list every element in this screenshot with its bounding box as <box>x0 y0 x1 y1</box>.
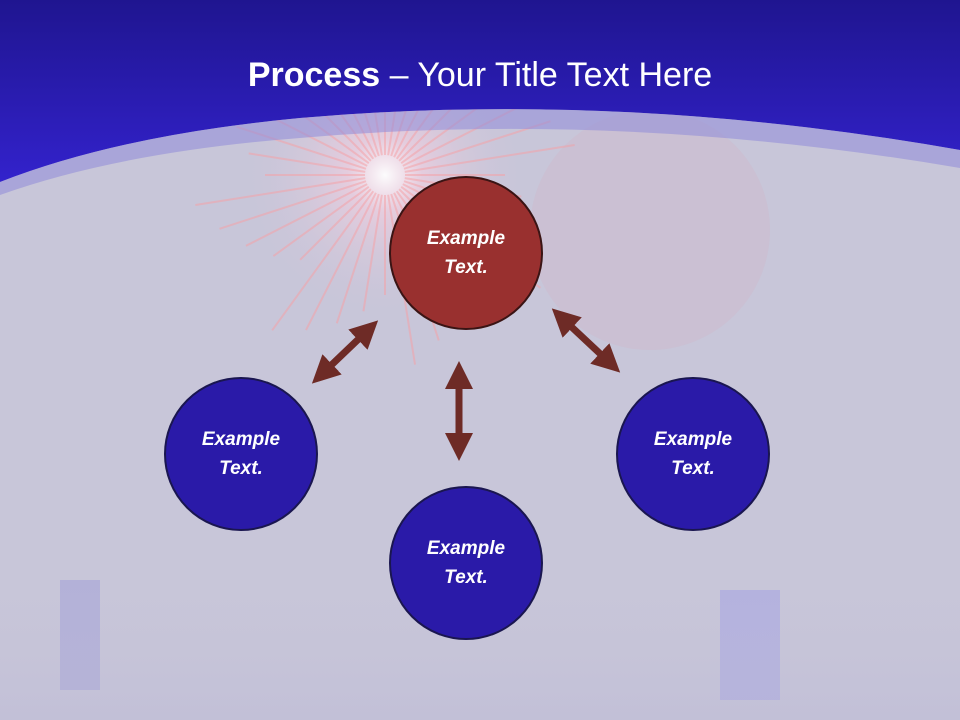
node-top-line2: Text. <box>444 257 488 278</box>
firework-ray <box>362 194 383 312</box>
firework-ray <box>219 180 367 230</box>
node-left: Example Text. <box>164 377 318 531</box>
firework-ray <box>403 120 551 170</box>
node-right: Example Text. <box>616 377 770 531</box>
node-left-line1: Example <box>201 429 281 450</box>
node-bottom-line2: Text. <box>444 567 488 588</box>
firework-ray <box>299 188 372 261</box>
header-band <box>0 0 960 182</box>
arrow-top-left <box>311 320 379 384</box>
node-top: Example Text. <box>389 176 543 330</box>
firework-ray <box>272 185 370 257</box>
node-top-line1: Example <box>426 228 506 249</box>
title-bold: Process <box>247 56 381 94</box>
firework-ray <box>335 193 380 324</box>
slide-title: Process – Your Title Text Here <box>0 52 960 98</box>
firework-ray <box>271 190 375 331</box>
node-right-line2: Text. <box>671 458 715 479</box>
node-bottom-line1: Example <box>426 538 506 559</box>
header-curve-highlight <box>0 109 960 195</box>
firework-ray <box>248 152 366 173</box>
node-left-line2: Text. <box>219 458 263 479</box>
node-bottom: Example Text. <box>389 486 543 640</box>
arrow-top-right <box>551 308 621 373</box>
title-rest: – Your Title Text Here <box>380 56 713 94</box>
node-right-line1: Example <box>653 429 733 450</box>
firework-ray <box>305 192 377 331</box>
firework-ray <box>195 177 366 207</box>
firework-ray <box>404 143 575 173</box>
firework-ray <box>245 183 368 247</box>
